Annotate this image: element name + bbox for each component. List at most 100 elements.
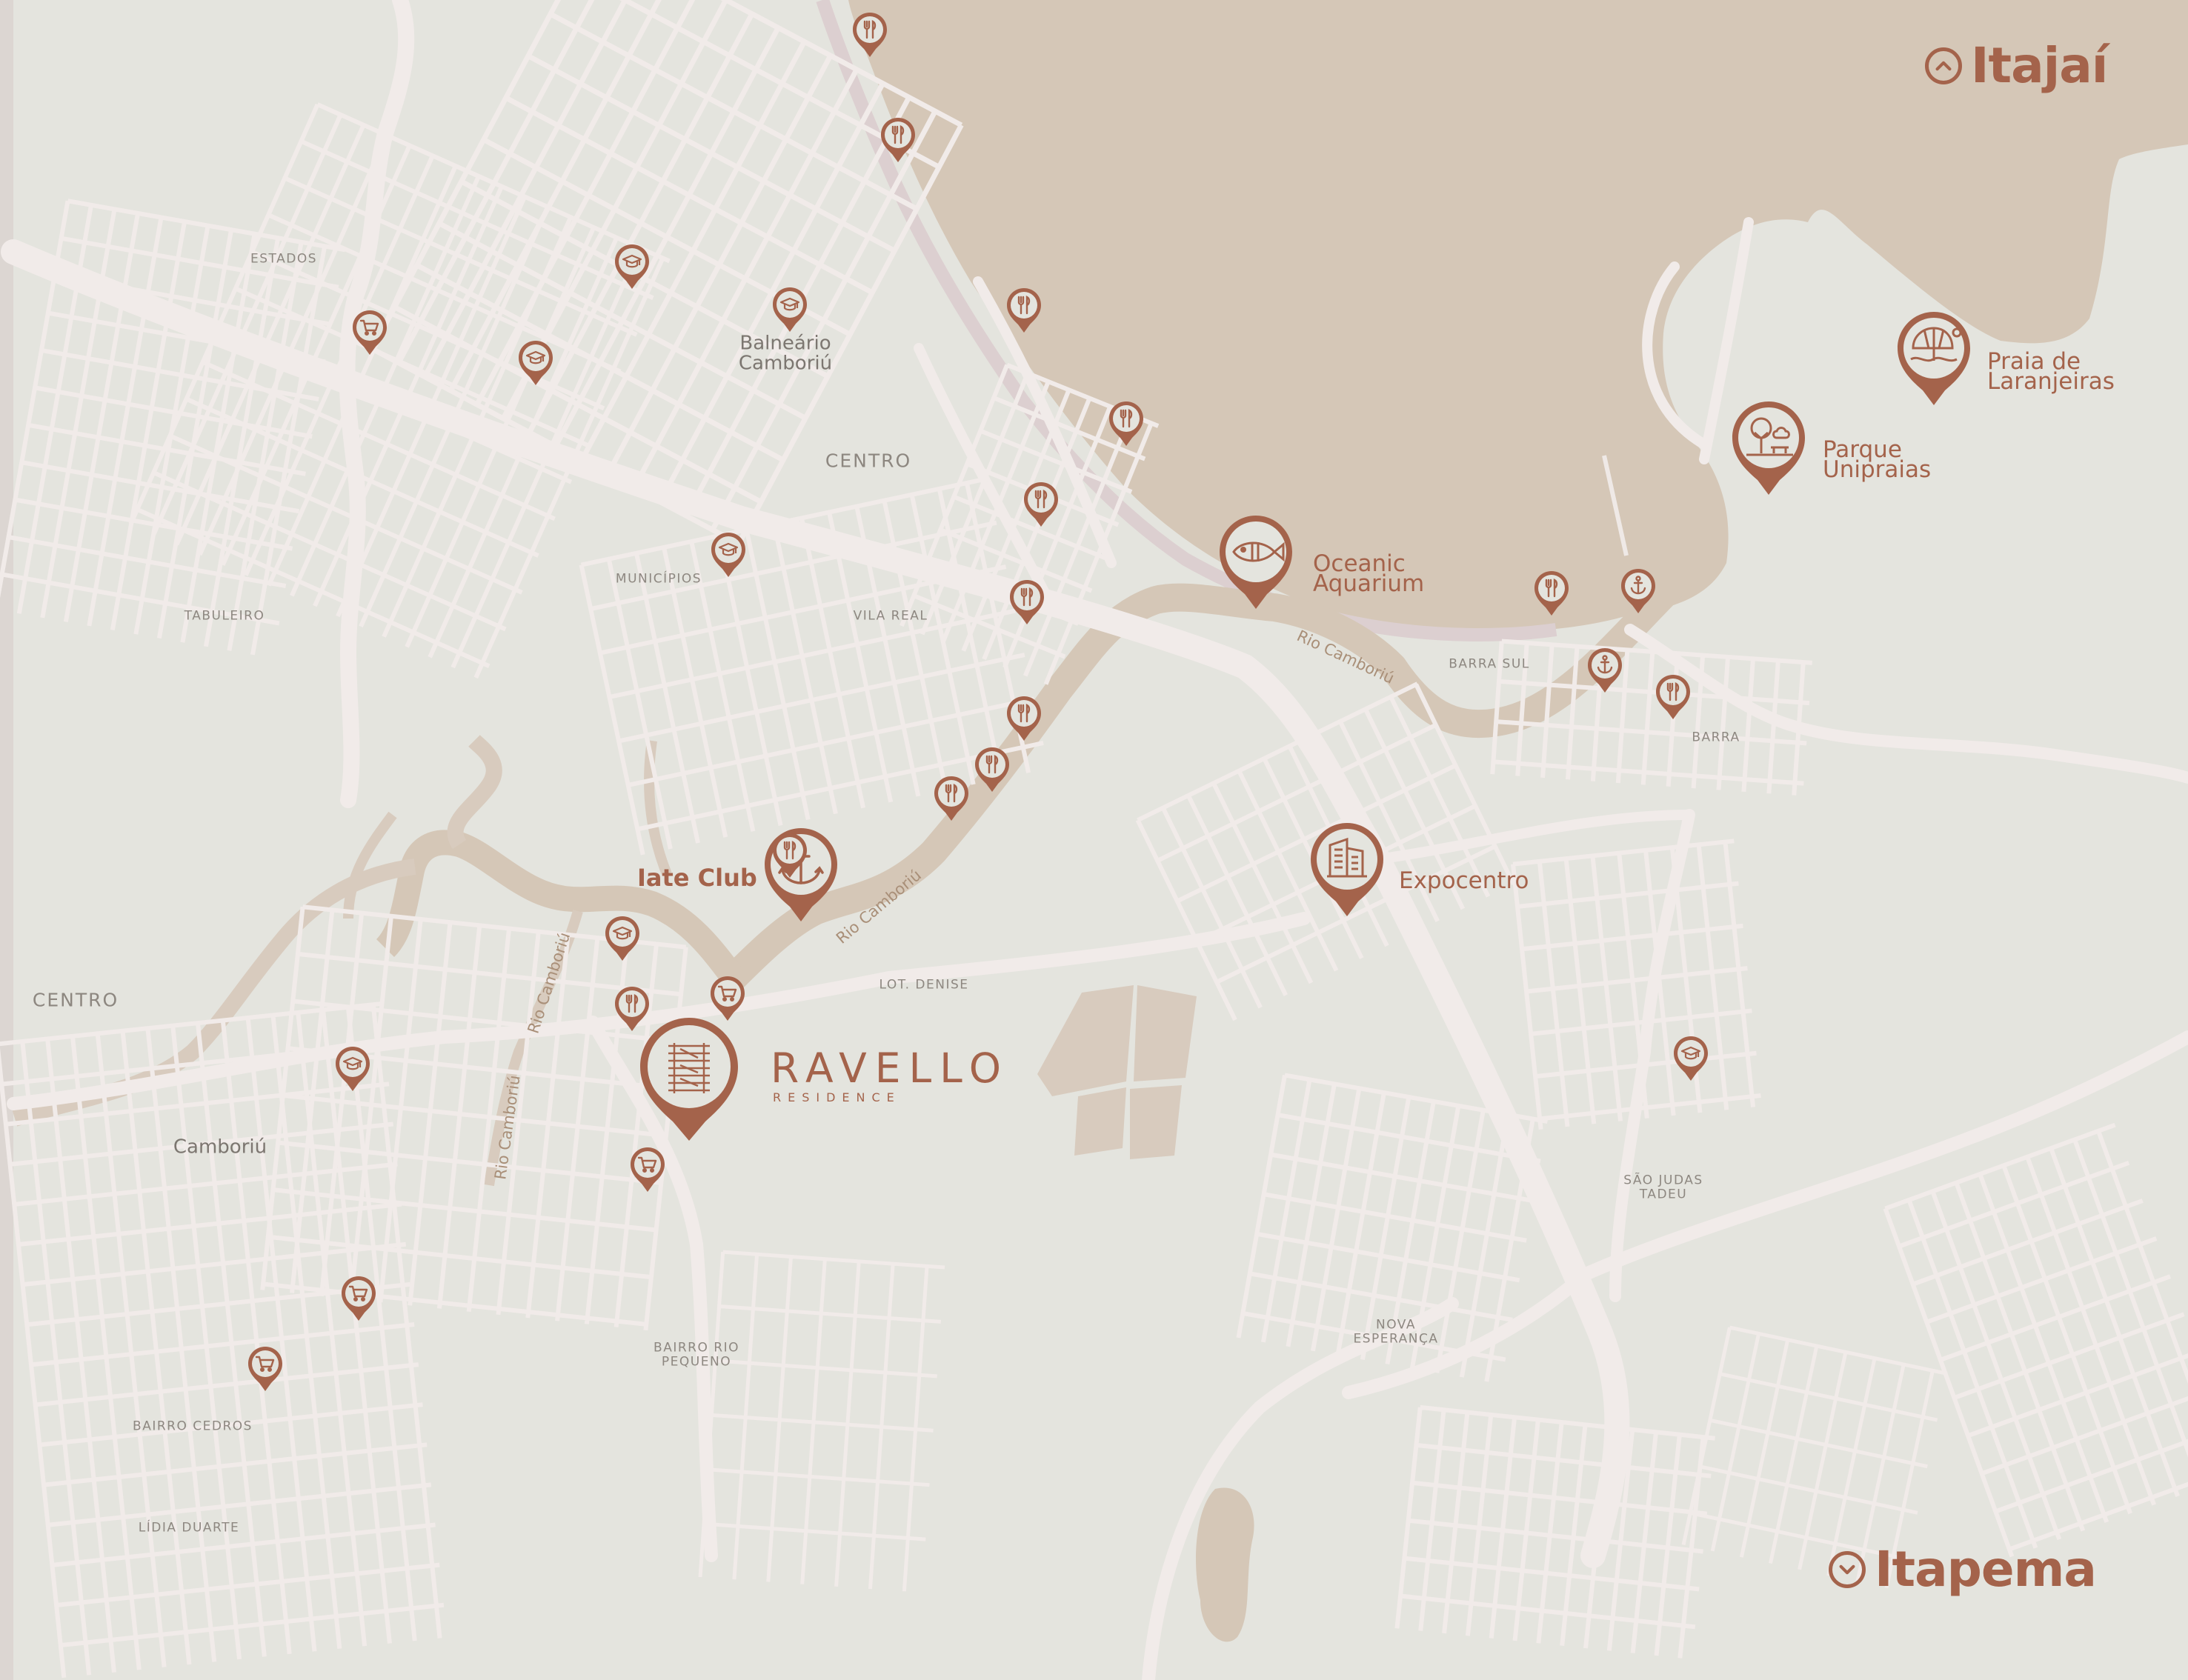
poi-pin-school[interactable]: [603, 914, 642, 966]
poi-pin-school[interactable]: [771, 285, 809, 337]
district-label: TABULEIRO: [184, 608, 265, 624]
graduation-cap-icon: [1680, 1046, 1701, 1060]
district-label: BARRA: [1692, 730, 1740, 745]
fork-knife-icon: [1034, 490, 1048, 509]
shopping-cart-icon: [359, 319, 379, 336]
poi-pin-restaurant[interactable]: [932, 774, 971, 826]
fork-knife-icon: [1666, 682, 1680, 701]
street-grid-block: [1511, 839, 1761, 1130]
graduation-cap-icon: [525, 350, 546, 364]
anchor-icon: [1630, 576, 1646, 595]
city-heading-label: Itajaí: [1971, 37, 2108, 94]
poi-pin-restaurant[interactable]: [879, 116, 917, 167]
poi-pin-restaurant[interactable]: [613, 984, 651, 1036]
fork-knife-icon: [1120, 409, 1133, 428]
brand-subtitle: RESIDENCE: [773, 1090, 901, 1104]
district-label: LÍDIA DUARTE: [138, 1520, 240, 1536]
district-label: NOVA ESPERANÇA: [1353, 1317, 1439, 1346]
poi-pin-restaurant[interactable]: [1005, 694, 1043, 746]
street-lines: [1490, 639, 1812, 796]
field-blocks: [1037, 985, 1197, 1159]
poi-pin-restaurant[interactable]: [1532, 569, 1571, 621]
building-icon: [1327, 837, 1367, 878]
lake: [1196, 1487, 1254, 1642]
graduation-cap-icon: [718, 542, 739, 556]
chevron-down-icon: [1829, 1550, 1866, 1588]
shopping-cart-icon: [637, 1156, 657, 1173]
left-margin: [0, 0, 13, 1680]
fork-knife-icon: [863, 20, 877, 39]
poi-pin-restaurant[interactable]: [1022, 480, 1060, 532]
poi-pin-shopping[interactable]: [246, 1344, 285, 1396]
poi-pin-restaurant[interactable]: [1008, 578, 1046, 630]
brand-name: RAVELLO: [771, 1044, 1010, 1092]
poi-pin-marina[interactable]: [1586, 646, 1624, 698]
river-ring: [376, 830, 744, 986]
pin-parque-unipraias[interactable]: [1728, 397, 1809, 504]
poi-pin-shopping[interactable]: [628, 1145, 667, 1197]
ravello-brand[interactable]: RAVELLO RESIDENCE: [771, 1044, 1009, 1104]
poi-pin-shopping[interactable]: [339, 1274, 378, 1326]
fork-knife-icon: [783, 841, 797, 860]
poi-pin-school[interactable]: [333, 1044, 372, 1096]
district-label: BARRA SUL: [1449, 656, 1530, 672]
pin-praia-de-laranjeiras[interactable]: [1893, 307, 1975, 414]
city-heading-label: Itapema: [1875, 1541, 2097, 1598]
poi-pin-restaurant[interactable]: [1107, 399, 1145, 451]
city-heading-itajai[interactable]: Itajaí: [1925, 37, 2108, 94]
street-grid-block: [260, 904, 688, 1331]
fork-knife-icon: [1545, 579, 1558, 598]
fish-icon: [1232, 541, 1285, 562]
street-lines: [1511, 839, 1761, 1130]
district-label: SÃO JUDAS TADEU: [1623, 1173, 1703, 1201]
poi-pin-school[interactable]: [709, 530, 748, 582]
street-lines: [1236, 1073, 1549, 1382]
street-lines: [0, 1001, 445, 1679]
poi-pin-restaurant[interactable]: [1005, 286, 1043, 338]
poi-pin-marina[interactable]: [1619, 567, 1657, 619]
beach-umbrella-icon: [1910, 327, 1962, 362]
pin-oceanic-aquarium[interactable]: [1215, 511, 1297, 618]
street-grid-block: [1883, 1122, 2188, 1558]
poi-pin-school[interactable]: [1672, 1034, 1710, 1086]
street-grid-block: [0, 199, 346, 656]
street-lines: [1883, 1122, 2188, 1558]
street-lines: [260, 904, 688, 1331]
poi-pin-school[interactable]: [613, 242, 651, 294]
street-grid-block: [698, 1250, 945, 1592]
sea: [848, 0, 2188, 633]
district-label: ESTADOS: [250, 251, 317, 267]
pin-ravello[interactable]: [636, 1013, 742, 1148]
street-lines: [0, 199, 346, 656]
street-grid-block: [128, 102, 671, 679]
graduation-cap-icon: [622, 254, 642, 268]
graduation-cap-icon: [342, 1056, 363, 1070]
poi-pin-school[interactable]: [516, 339, 555, 390]
landmark-label-parque-unipraias: Parque Unipraias: [1823, 436, 1932, 483]
shopping-cart-icon: [717, 985, 737, 1002]
city-heading-itapema[interactable]: Itapema: [1829, 1541, 2097, 1598]
poi-pin-shopping[interactable]: [708, 974, 747, 1026]
pier: [1602, 455, 1629, 556]
shopping-cart-icon: [348, 1285, 368, 1302]
poi-pin-restaurant[interactable]: [1654, 673, 1692, 724]
landmark-label-iate-club: Iate Club: [637, 864, 757, 892]
street-lines: [900, 362, 1160, 685]
district-label: VILA REAL: [853, 608, 928, 624]
poi-pin-restaurant[interactable]: [851, 10, 889, 62]
landmark-label-oceanic-aquarium: Oceanic Aquarium: [1313, 550, 1425, 597]
street-grid-block: [1490, 639, 1812, 796]
poi-pin-restaurant[interactable]: [771, 831, 809, 883]
district-label: LOT. DENISE: [879, 977, 969, 993]
street-grid-block: [900, 362, 1160, 685]
street-lines: [1394, 1404, 1715, 1659]
poi-pin-restaurant[interactable]: [973, 745, 1011, 797]
poi-pin-shopping[interactable]: [350, 308, 389, 360]
pin-expocentro[interactable]: [1306, 819, 1388, 925]
fork-knife-icon: [1017, 296, 1031, 315]
city-label: Balneário Camboriú: [738, 332, 833, 375]
street-lines: [128, 102, 671, 679]
